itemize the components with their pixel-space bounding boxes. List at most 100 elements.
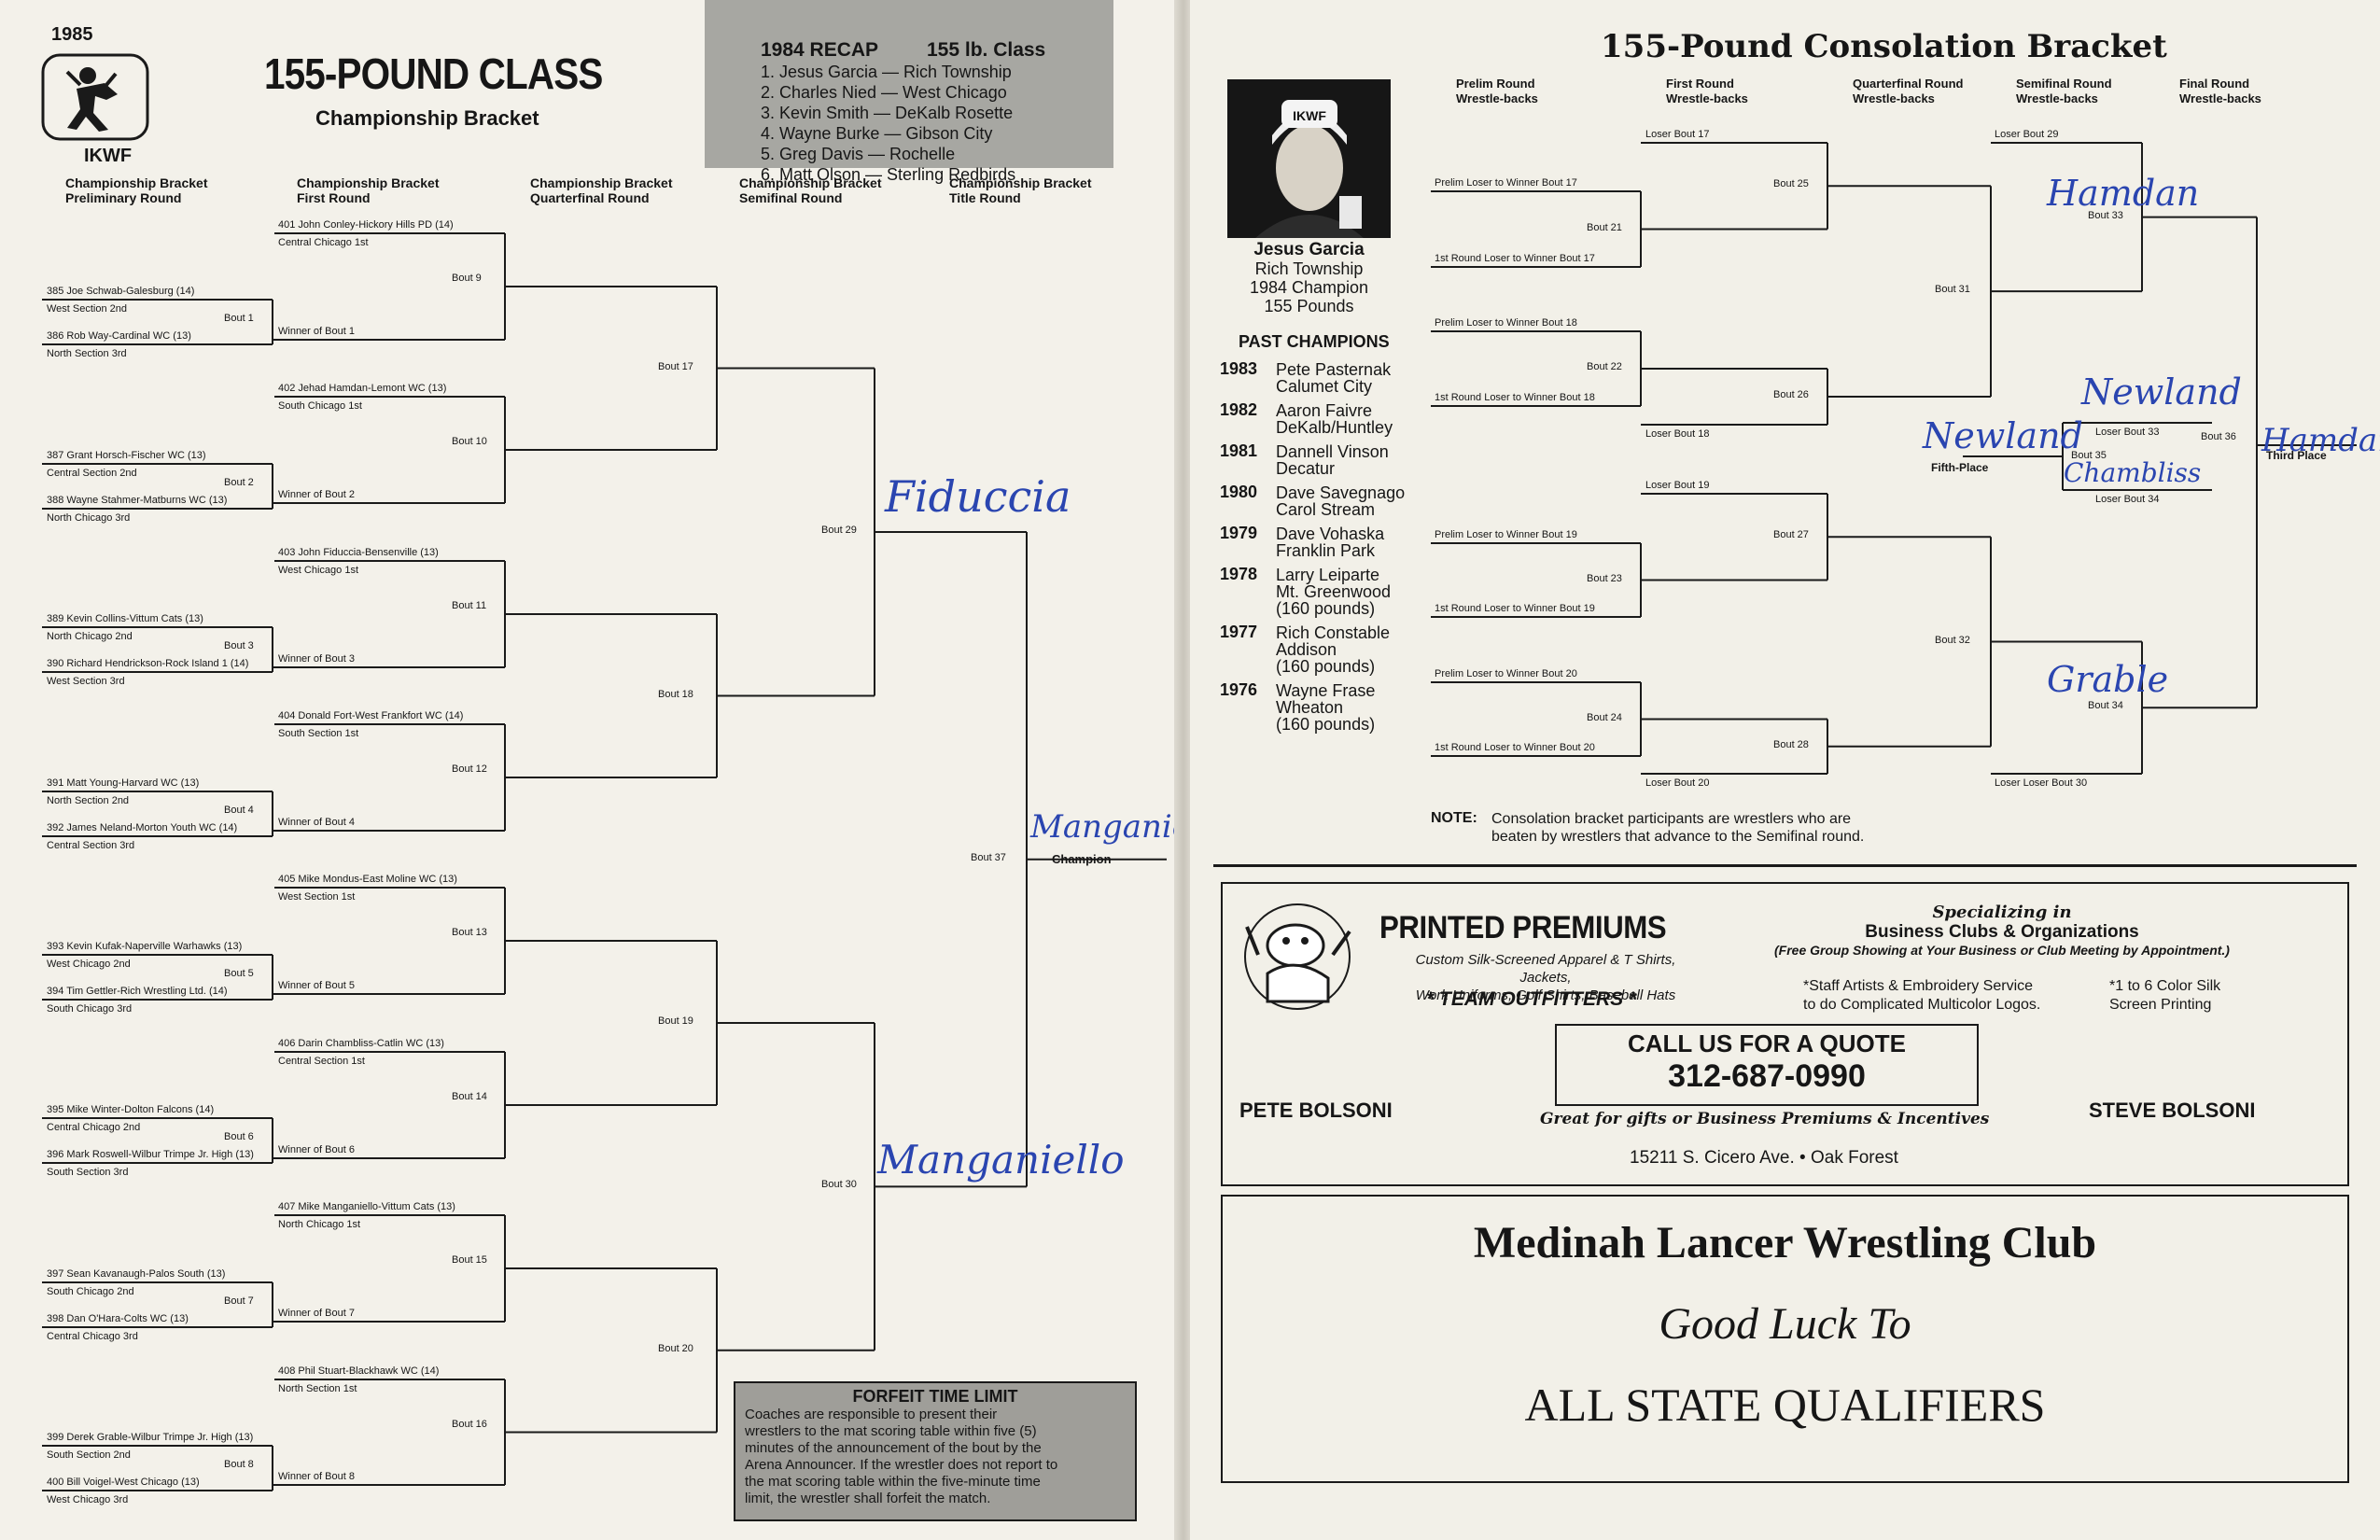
bout-label: Bout 27 [1773, 529, 1809, 541]
handwritten-semi-top: Fiduccia [885, 471, 1071, 522]
champion-detail: Wayne Frase [1276, 681, 1376, 700]
champion-year: 1979 [1220, 524, 1258, 542]
wrestler-logo-icon [41, 53, 149, 141]
bout-label: Bout 28 [1773, 738, 1809, 750]
wrestler-section: West Chicago 1st [278, 565, 359, 576]
champion-detail: Larry Leiparte [1276, 566, 1380, 584]
winner-label: Winner of Bout 6 [278, 1144, 355, 1155]
org-label: IKWF [84, 146, 133, 166]
mascot-illustration [1239, 899, 1361, 1020]
champion-year: 1980 [1220, 483, 1258, 501]
wrestler-name: 402 Jehad Hamdan-Lemont WC (13) [278, 383, 447, 394]
bout-label: Bout 6 [224, 1131, 254, 1142]
consolation-entry: Prelim Loser to Winner Bout 18 [1435, 317, 1577, 329]
wrestler-section: Central Chicago 1st [278, 237, 369, 248]
championship-bracket-lines [42, 232, 1167, 1491]
wrestler-section: South Chicago 1st [278, 400, 362, 412]
consolation-entry: Prelim Loser to Winner Bout 19 [1435, 529, 1577, 540]
right-page: 155-Pound Consolation Bracket Prelim Rou… [1190, 0, 2380, 1540]
consolation-entry: Loser Bout 19 [1645, 480, 1710, 491]
wrestler-name: 393 Kevin Kufak-Naperville Warhawks (13) [47, 941, 243, 952]
wrestler-section: Central Section 1st [278, 1056, 365, 1067]
champion-detail: Dannell Vinson [1276, 442, 1389, 461]
bout-label: Bout 24 [1587, 711, 1622, 723]
consolation-entry: Loser Bout 33 [2095, 427, 2160, 438]
bout-label: Bout 26 [1773, 389, 1809, 400]
bout-label: Bout 8 [224, 1459, 254, 1470]
photo-cap-text: IKWF [1293, 108, 1326, 123]
champion-detail: (160 pounds) [1276, 657, 1376, 676]
recap-line: 5. Greg Davis — Rochelle [761, 145, 956, 163]
recap-class: 155 lb. Class [927, 39, 1046, 61]
club-name: Medinah Lancer Wrestling Club [1473, 1218, 2097, 1267]
past-champions-title: PAST CHAMPIONS [1239, 332, 1390, 351]
wrestler-name: 406 Darin Chambliss-Catlin WC (13) [278, 1038, 444, 1049]
bout-label: Bout 37 [971, 851, 1006, 863]
wrestler-section: South Chicago 2nd [47, 1286, 134, 1297]
bout-label: Bout 32 [1935, 634, 1970, 646]
consolation-entry: Loser Bout 29 [1995, 129, 2059, 140]
champion-year: 1978 [1220, 565, 1258, 583]
qualifiers-text: ALL STATE QUALIFIERS [1524, 1379, 2046, 1431]
wrestler-section: Central Chicago 2nd [47, 1122, 141, 1133]
page-gutter [1174, 0, 1193, 1540]
champion-year: 1976 [1220, 680, 1258, 699]
handwritten-fifth-place: Newland [1923, 415, 2083, 456]
ikwf-logo [39, 51, 151, 143]
wrestler-name: 394 Tim Gettler-Rich Wrestling Ltd. (14) [47, 986, 228, 997]
champion-detail: DeKalb/Huntley [1276, 418, 1393, 437]
ad-quote-box: CALL US FOR A QUOTE 312-687-0990 [1555, 1024, 1979, 1106]
bout-label: Bout 11 [452, 600, 487, 611]
bout-label: Bout 20 [658, 1342, 693, 1354]
bout-label: Bout 34 [2088, 700, 2123, 712]
ad-description: Custom Silk-Screened Apparel & T Shirts,… [1415, 952, 1676, 1003]
bout-label: Bout 14 [452, 1091, 487, 1102]
champion-detail: Pete Pasternak [1276, 360, 1392, 379]
wrestler-name: 396 Mark Roswell-Wilbur Trimpe Jr. High … [47, 1149, 254, 1160]
bout-label: Bout 30 [821, 1179, 857, 1191]
wrestler-name: 404 Donald Fort-West Frankfort WC (14) [278, 710, 464, 721]
wrestler-name: 401 John Conley-Hickory Hills PD (14) [278, 219, 454, 231]
page-subtitle: Championship Bracket [315, 106, 539, 130]
wrestler-name: 405 Mike Mondus-East Moline WC (13) [278, 874, 457, 885]
wrestler-name: 388 Wayne Stahmer-Matburns WC (13) [47, 495, 228, 506]
handwritten-third-place: Hamdan [2261, 422, 2380, 459]
wrestler-section: Central Section 2nd [47, 468, 137, 479]
bout-label: Bout 1 [224, 313, 254, 324]
wrestler-section: South Section 3rd [47, 1167, 129, 1178]
wrestler-section: West Section 2nd [47, 303, 128, 315]
consolation-entry: Loser Bout 34 [2095, 494, 2160, 505]
wrestler-name: 385 Joe Schwab-Galesburg (14) [47, 286, 195, 297]
champion-year: 1983 [1220, 359, 1258, 378]
cartoon-mascot-icon [1244, 903, 1351, 1010]
consolation-entry: 1st Round Loser to Winner Bout 20 [1435, 742, 1595, 753]
printed-premiums-ad: PRINTED PREMIUMS Custom Silk-Screened Ap… [1221, 882, 2349, 1186]
handwritten-bout-34: Grable [2047, 659, 2169, 700]
wrestler-section: North Chicago 3rd [47, 512, 131, 524]
wrestler-name: 395 Mike Winter-Dolton Falcons (14) [47, 1104, 215, 1115]
left-page: 1985 IKWF 155-POUND CLASS Championship B… [0, 0, 1230, 1540]
recap-line: 1. Jesus Garcia — Rich Township [761, 63, 1012, 81]
champion-detail: (160 pounds) [1276, 599, 1376, 618]
ad-bullet-one: *Staff Artists & Embroidery Service to d… [1803, 978, 2041, 1013]
consolation-entry: 1st Round Loser to Winner Bout 18 [1435, 392, 1595, 403]
bout-label: Bout 5 [224, 968, 254, 979]
champion-detail: Dave Savegnago [1276, 483, 1406, 502]
bout-label: Bout 13 [452, 927, 487, 938]
wrestler-name: 389 Kevin Collins-Vittum Cats (13) [47, 613, 203, 624]
champion-detail: Decatur [1276, 459, 1336, 478]
wrestler-name: 387 Grant Horsch-Fischer WC (13) [47, 450, 206, 461]
wrestler-section: North Section 2nd [47, 795, 130, 806]
winner-label: Winner of Bout 3 [278, 653, 355, 665]
ad-specializing: Specializing in Business Clubs & Organiz… [1774, 903, 2230, 958]
wrestler-section: West Section 3rd [47, 676, 125, 687]
forfeit-title: FORFEIT TIME LIMIT [852, 1387, 1018, 1406]
champion-detail: Carol Stream [1276, 500, 1376, 519]
champion-detail: Mt. Greenwood [1276, 582, 1392, 601]
consolation-entry: Loser Bout 20 [1645, 777, 1710, 789]
wrestler-name: 403 John Fiduccia-Bensenville (13) [278, 547, 439, 558]
winner-label: Winner of Bout 7 [278, 1308, 355, 1319]
